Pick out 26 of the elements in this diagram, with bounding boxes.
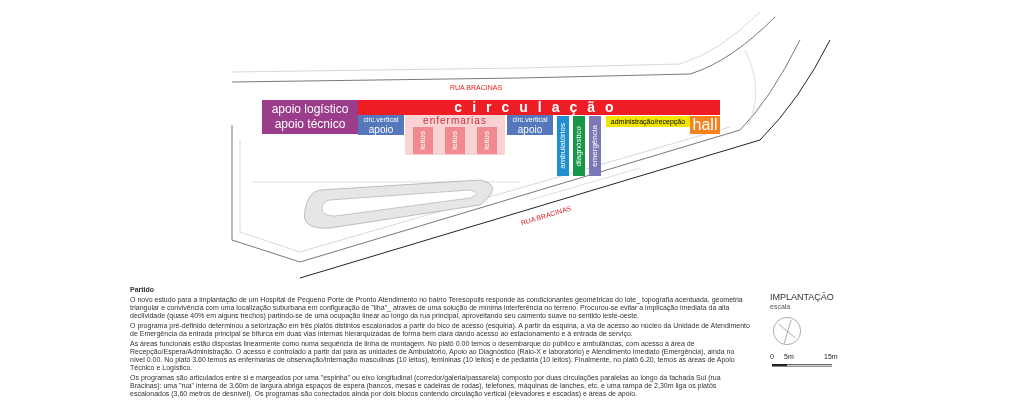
zone-label: emergência	[590, 125, 600, 167]
zone-label: ambulatórios	[558, 123, 568, 169]
zone-label: hall	[692, 116, 718, 134]
zone-block	[507, 115, 553, 135]
zone-block	[445, 127, 465, 154]
zone-block	[477, 127, 497, 154]
circulation-band	[358, 100, 720, 115]
zone-block	[606, 116, 690, 127]
drawing-title: IMPLANTAÇÃO	[770, 292, 834, 302]
zone-label: diagnóstico	[574, 125, 584, 167]
zone-block	[413, 127, 433, 154]
zone-label: apoio logístico	[271, 102, 349, 117]
zone-block	[405, 115, 505, 155]
zone-block	[589, 116, 601, 176]
zone-label: apoio técnico	[274, 117, 346, 132]
zone-block	[573, 116, 585, 176]
zone-block	[358, 115, 404, 135]
zone-label: leitos	[418, 131, 428, 150]
zone-label: apoio	[368, 124, 394, 135]
zone-block	[262, 100, 358, 134]
zone-label: enfermarias	[423, 115, 487, 126]
zone-label: leitos	[450, 131, 460, 150]
zone-label: leitos	[482, 131, 492, 150]
zone-label: apoio	[517, 124, 543, 135]
zone-label: circulação	[454, 100, 624, 115]
zone-block	[557, 116, 569, 176]
